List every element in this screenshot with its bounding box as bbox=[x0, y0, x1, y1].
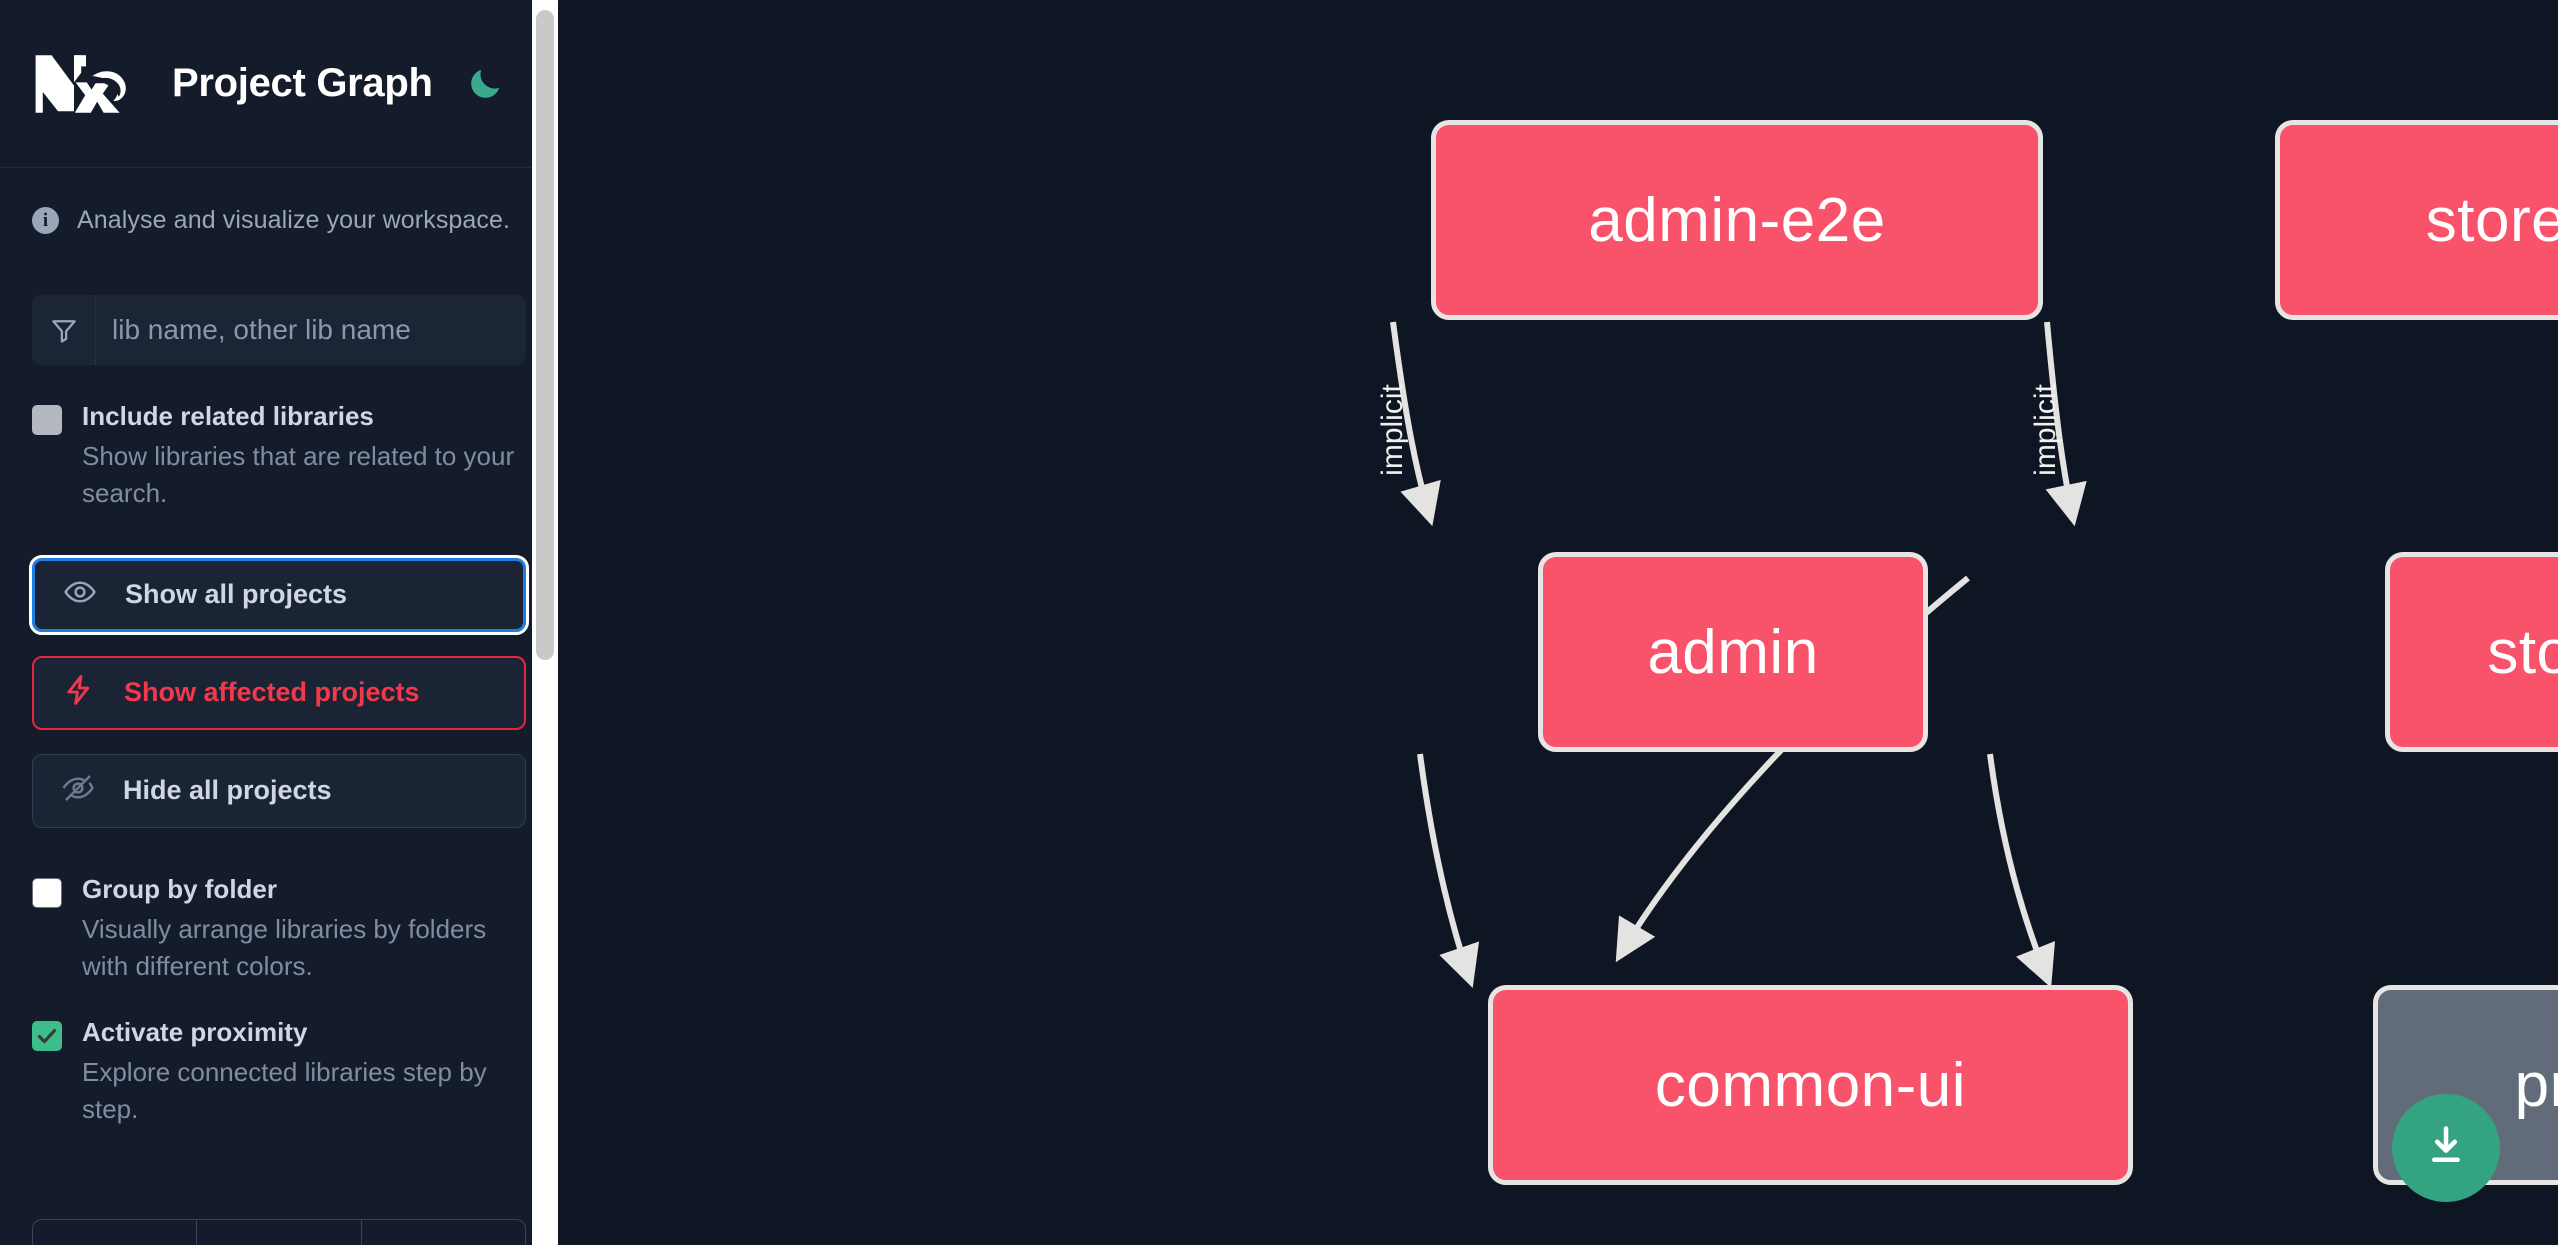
graph-node-common-ui[interactable]: common-ui bbox=[1488, 985, 2133, 1185]
graph-node-store[interactable]: store bbox=[2385, 552, 2558, 752]
nx-logo-icon bbox=[34, 53, 130, 115]
hide-all-projects-label: Hide all projects bbox=[123, 775, 332, 806]
option-group-by-folder[interactable]: Group by folder Visually arrange librari… bbox=[32, 872, 526, 985]
node-label: store-e2e bbox=[2425, 185, 2558, 255]
graph-node-admin[interactable]: admin bbox=[1538, 552, 1928, 752]
lightning-bolt-icon bbox=[62, 673, 96, 712]
checkbox-include-related-libraries[interactable] bbox=[32, 405, 62, 435]
filter-funnel-icon bbox=[32, 295, 96, 365]
sidebar-header: Project Graph bbox=[0, 0, 558, 168]
hide-all-projects-button[interactable]: Hide all projects bbox=[32, 753, 526, 828]
edge-admin-e2e-admin bbox=[1390, 321, 1441, 527]
option-label: Activate proximity bbox=[82, 1016, 308, 1047]
segment-1[interactable] bbox=[33, 1220, 198, 1245]
show-affected-projects-button[interactable]: Show affected projects bbox=[32, 655, 526, 730]
search-field[interactable] bbox=[32, 295, 526, 365]
option-activate-proximity[interactable]: Activate proximity Explore connected lib… bbox=[32, 1015, 526, 1128]
edge-label-implicit-admin: implicit bbox=[1376, 384, 1409, 476]
option-description: Visually arrange libraries by folders wi… bbox=[82, 914, 487, 981]
checkbox-group-by-folder[interactable] bbox=[32, 877, 62, 908]
show-all-projects-label: Show all projects bbox=[125, 579, 348, 610]
node-label: admin-e2e bbox=[1588, 185, 1886, 255]
edge-label-implicit-store: implicit bbox=[2029, 384, 2062, 476]
edge-store-products bbox=[1987, 753, 2056, 988]
option-description: Show libraries that are related to your … bbox=[82, 441, 515, 508]
moon-icon[interactable] bbox=[463, 62, 507, 106]
workspace-info: i Analyse and visualize your workspace. bbox=[32, 168, 526, 245]
segment-2[interactable] bbox=[197, 1220, 362, 1245]
search-input[interactable] bbox=[96, 295, 526, 365]
node-label: products bbox=[2514, 1050, 2558, 1120]
option-description: Explore connected libraries step by step… bbox=[82, 1056, 487, 1124]
display-mode-segmented-control[interactable] bbox=[32, 1219, 526, 1245]
option-label: Include related libraries bbox=[82, 401, 374, 431]
show-all-projects-button[interactable]: Show all projects bbox=[29, 554, 529, 635]
action-button-group: Show all projects Show affected projects bbox=[29, 554, 529, 828]
option-include-related-libraries[interactable]: Include related libraries Show libraries… bbox=[32, 399, 526, 512]
download-icon bbox=[2421, 1121, 2471, 1176]
info-icon: i bbox=[32, 207, 59, 234]
show-affected-projects-label: Show affected projects bbox=[124, 677, 420, 708]
edge-store-e2e-store bbox=[2044, 321, 2087, 527]
sidebar-scrollbar-thumb[interactable] bbox=[536, 10, 554, 660]
node-label: store bbox=[2487, 617, 2558, 687]
checkbox-activate-proximity[interactable] bbox=[32, 1020, 62, 1051]
eye-off-icon bbox=[61, 771, 95, 810]
download-image-button[interactable] bbox=[2392, 1094, 2500, 1202]
node-label: admin bbox=[1647, 617, 1819, 687]
sidebar-body: i Analyse and visualize your workspace. … bbox=[0, 168, 558, 1128]
graph-canvas[interactable]: implicit implicit admin-e2e store-e2e ad… bbox=[558, 0, 2558, 1245]
option-label: Group by folder bbox=[82, 873, 277, 904]
graph-node-store-e2e[interactable]: store-e2e bbox=[2275, 120, 2558, 320]
sidebar-scrollbar[interactable] bbox=[532, 0, 558, 1245]
edge-admin-common-ui bbox=[1417, 753, 1480, 988]
node-label: common-ui bbox=[1654, 1050, 1967, 1120]
segment-3[interactable] bbox=[362, 1220, 525, 1245]
eye-icon bbox=[63, 575, 97, 614]
page-title: Project Graph bbox=[172, 61, 433, 105]
workspace-info-text: Analyse and visualize your workspace. bbox=[77, 206, 511, 234]
graph-node-products[interactable]: products bbox=[2373, 985, 2558, 1185]
graph-node-admin-e2e[interactable]: admin-e2e bbox=[1431, 120, 2043, 320]
sidebar: Project Graph i Analyse and visualize yo… bbox=[0, 0, 558, 1245]
